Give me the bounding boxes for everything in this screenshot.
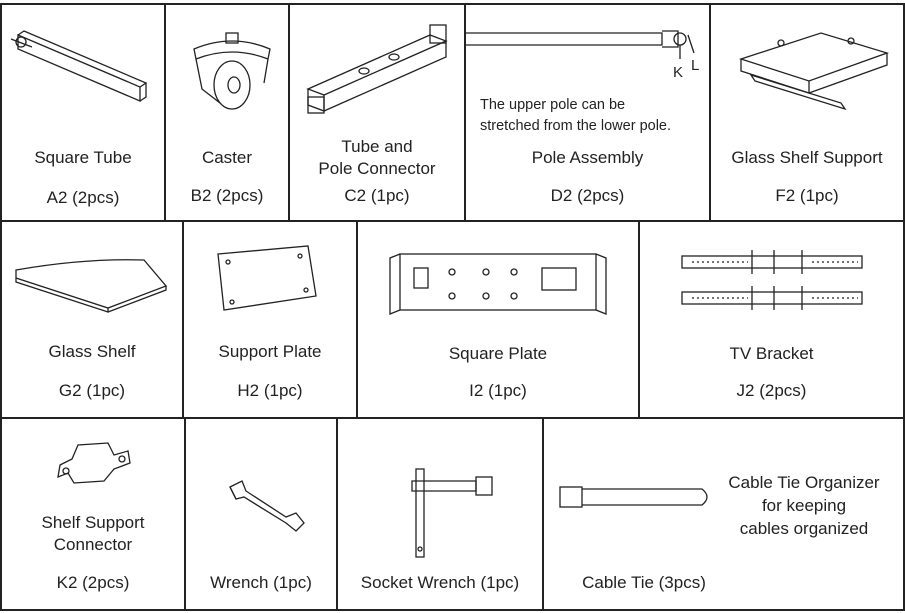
part-cell-g2: Glass Shelf G2 (1pc) bbox=[0, 220, 184, 419]
square-tube-illustration bbox=[10, 30, 148, 102]
part-name-line1: Shelf Support bbox=[41, 513, 145, 532]
part-name-line1: Tube and bbox=[341, 137, 413, 156]
glass-shelf-illustration bbox=[15, 259, 168, 313]
part-name: Socket Wrench (1pc) bbox=[360, 573, 520, 592]
cable-tie-note-line3: cables organized bbox=[739, 519, 869, 538]
part-cell-k2: Shelf Support Connector K2 (2pcs) bbox=[0, 417, 186, 611]
part-quantity: A2 (2pcs) bbox=[46, 188, 120, 207]
part-quantity: J2 (2pcs) bbox=[736, 381, 807, 400]
part-name: Square Tube bbox=[34, 148, 132, 167]
part-name: Glass Shelf bbox=[48, 342, 136, 361]
part-quantity: K2 (2pcs) bbox=[56, 573, 130, 592]
part-name: Support Plate bbox=[218, 342, 322, 361]
tv-bracket-illustration bbox=[681, 250, 863, 310]
part-quantity: C2 (1pc) bbox=[344, 186, 410, 205]
part-name: Square Plate bbox=[448, 344, 548, 363]
part-name: Pole Assembly bbox=[531, 148, 644, 167]
part-cell-c2: Tube and Pole Connector C2 (1pc) bbox=[288, 3, 466, 222]
part-cell-h2: Support Plate H2 (1pc) bbox=[182, 220, 358, 419]
glass-shelf-support-illustration bbox=[738, 32, 890, 111]
cable-tie-note-line1: Cable Tie Organizer bbox=[728, 473, 880, 492]
part-quantity: D2 (2pcs) bbox=[550, 186, 625, 205]
pole-note-line1: The upper pole can be bbox=[480, 97, 626, 113]
caster-illustration bbox=[193, 32, 271, 110]
part-quantity: H2 (1pc) bbox=[237, 381, 303, 400]
part-cell-i2: Square Plate I2 (1pc) bbox=[356, 220, 640, 419]
part-name-line2: Connector bbox=[53, 535, 133, 554]
pole-label-k: K bbox=[673, 64, 684, 81]
part-quantity: I2 (1pc) bbox=[469, 381, 527, 400]
part-cell-j2: TV Bracket J2 (2pcs) bbox=[638, 220, 905, 419]
part-name: TV Bracket bbox=[729, 344, 814, 363]
part-name: Glass Shelf Support bbox=[731, 148, 883, 167]
part-quantity: F2 (1pc) bbox=[775, 186, 839, 205]
part-name: Caster bbox=[201, 148, 253, 167]
part-name: Wrench (1pc) bbox=[210, 573, 312, 592]
part-cell-f2: Glass Shelf Support F2 (1pc) bbox=[709, 3, 905, 222]
part-name: Cable Tie (3pcs) bbox=[582, 573, 706, 592]
cable-tie-illustration bbox=[559, 486, 708, 508]
part-cell-a2: Square Tube A2 (2pcs) bbox=[0, 3, 166, 222]
support-plate-illustration bbox=[217, 245, 317, 311]
part-name-line2: Pole Connector bbox=[318, 159, 436, 178]
wrench-illustration bbox=[229, 480, 305, 532]
pole-assembly-illustration bbox=[466, 30, 695, 59]
pole-note-line2: stretched from the lower pole. bbox=[480, 118, 672, 134]
part-quantity: B2 (2pcs) bbox=[190, 186, 264, 205]
tube-pole-connector-illustration bbox=[306, 24, 448, 114]
cable-tie-note-line2: for keeping bbox=[761, 496, 847, 515]
part-cell-wrench: Wrench (1pc) bbox=[184, 417, 338, 611]
part-cell-d2: K L The upper pole can be stretched from… bbox=[464, 3, 711, 222]
socket-wrench-illustration bbox=[411, 468, 493, 558]
part-quantity: G2 (1pc) bbox=[58, 381, 126, 400]
shelf-support-connector-illustration bbox=[57, 442, 131, 484]
part-cell-cable-tie: Cable Tie Organizer for keeping cables o… bbox=[542, 417, 905, 611]
pole-label-l: L bbox=[691, 57, 700, 74]
part-cell-b2: Caster B2 (2pcs) bbox=[164, 3, 290, 222]
part-cell-socket-wrench: Socket Wrench (1pc) bbox=[336, 417, 544, 611]
square-plate-illustration bbox=[389, 253, 607, 315]
